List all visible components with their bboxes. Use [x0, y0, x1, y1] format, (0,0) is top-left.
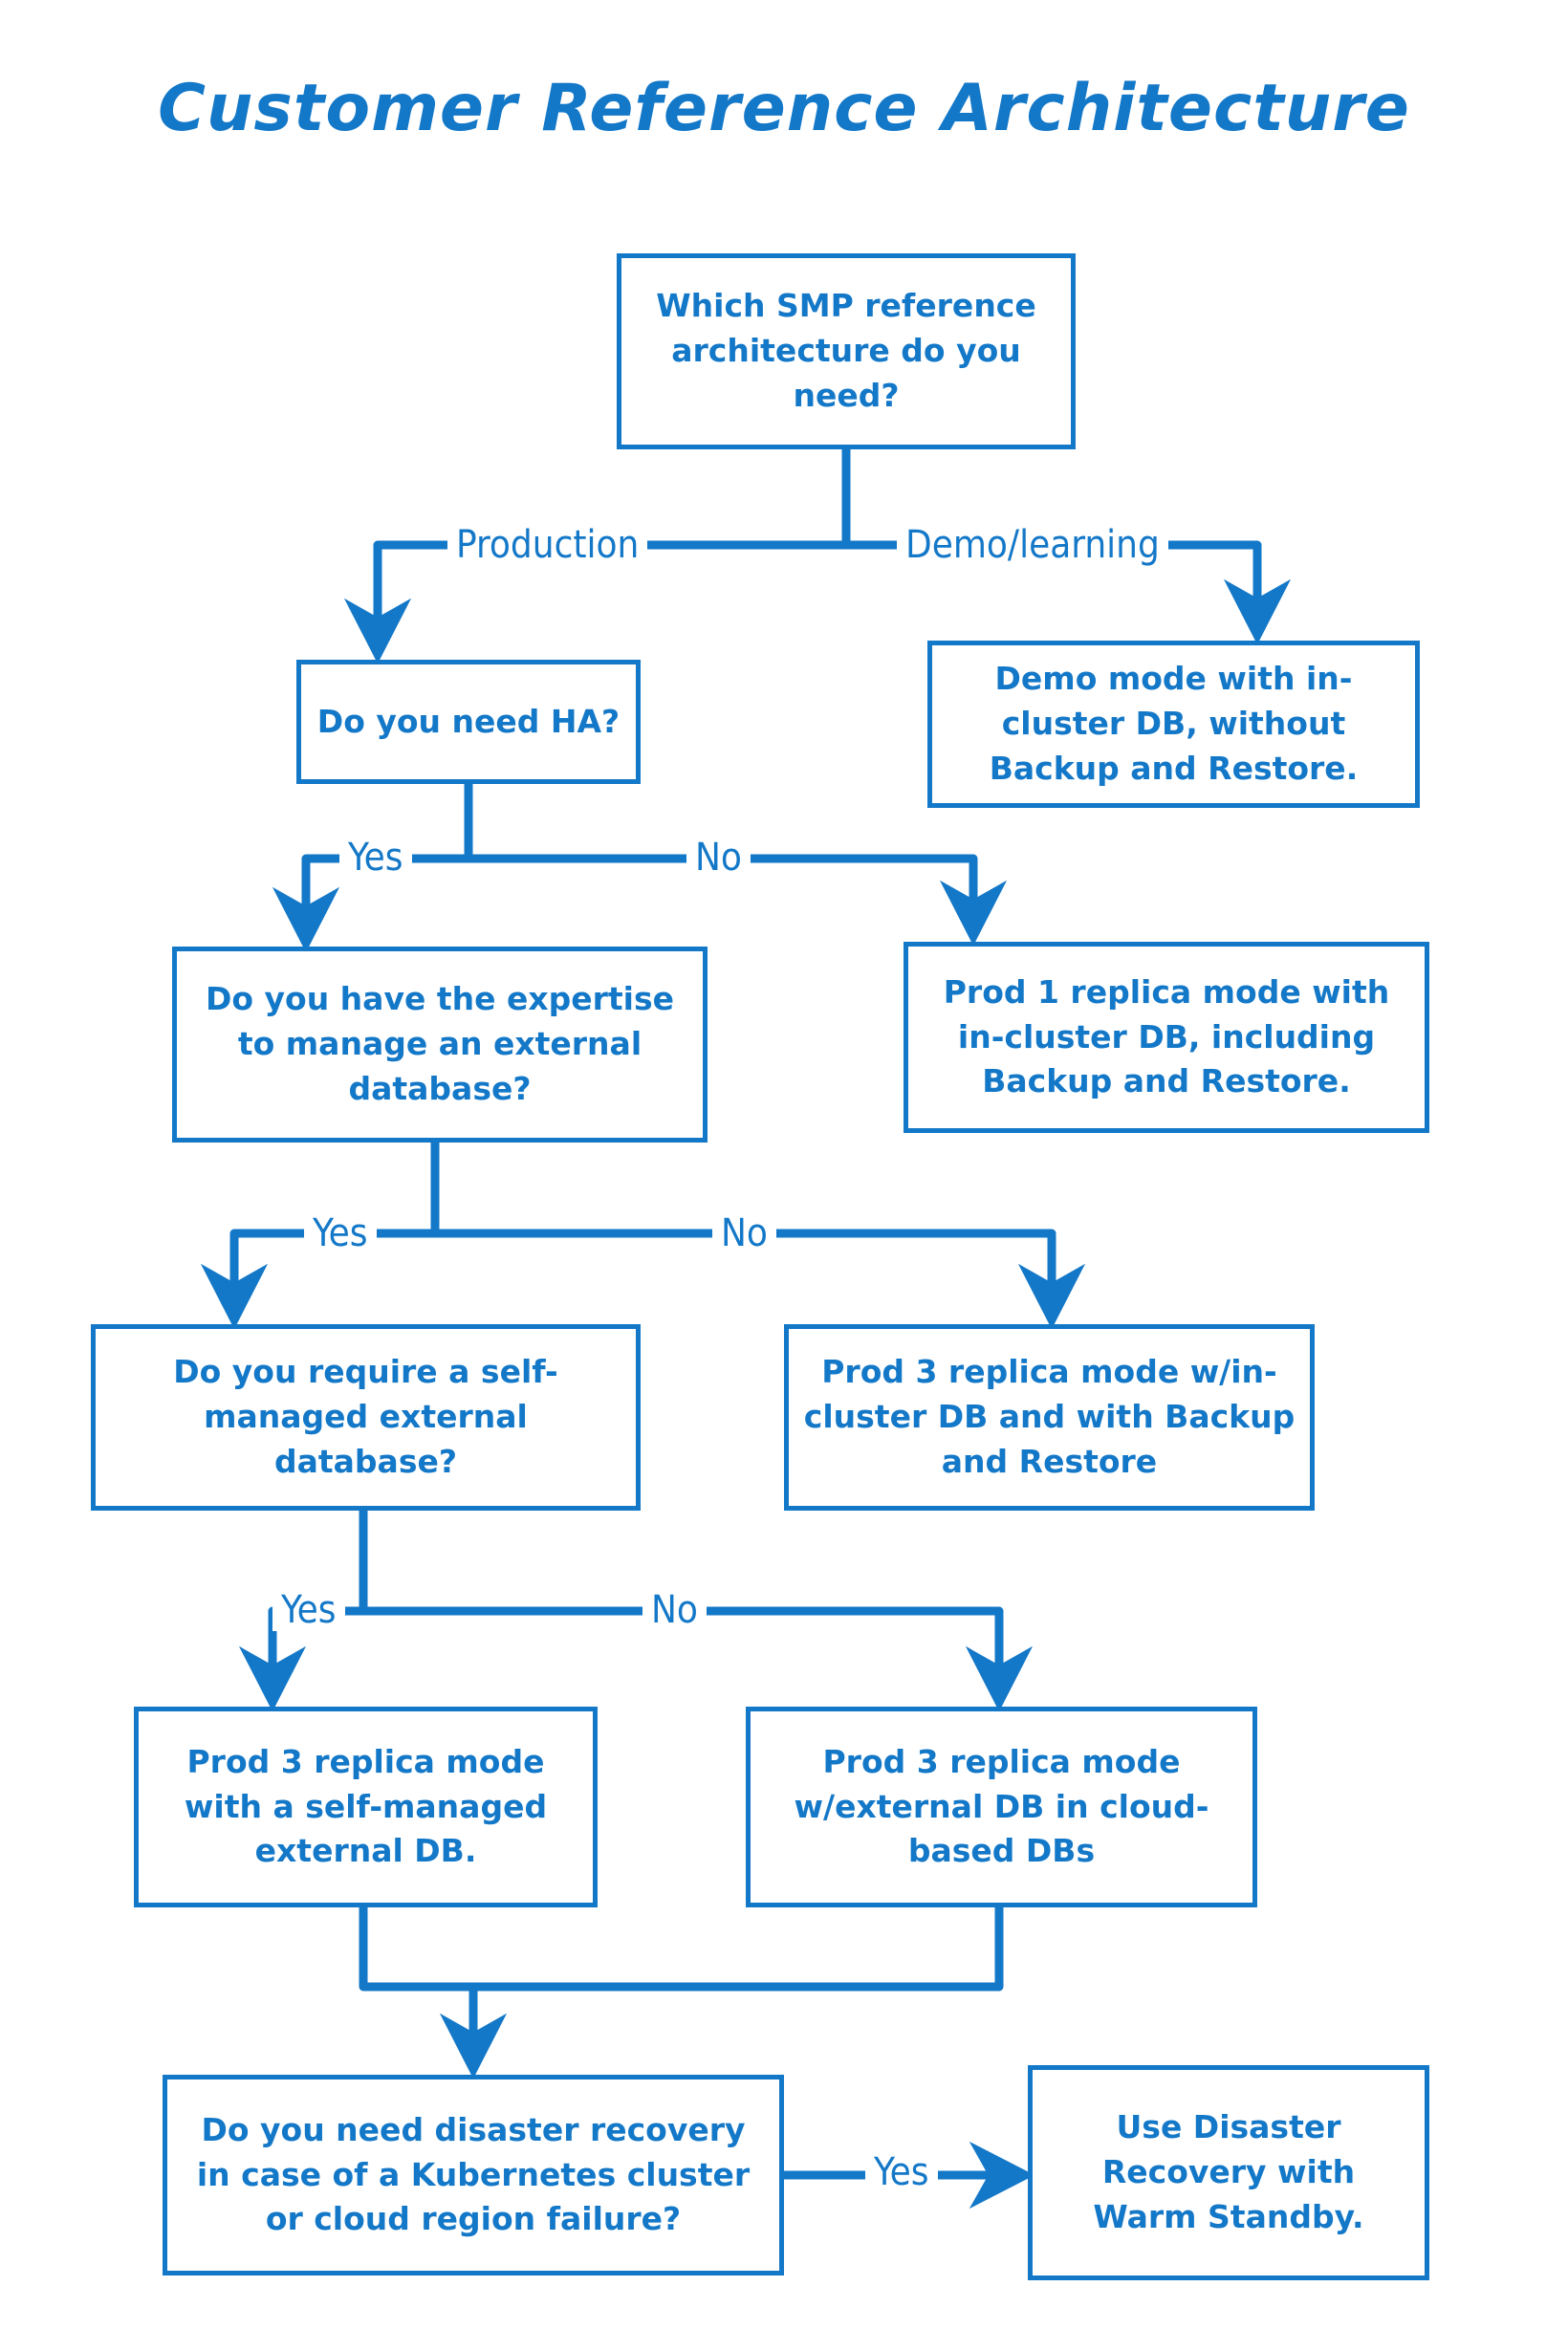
node-dr-result-label: Use Disaster Recovery with Warm Standby.	[1093, 2108, 1364, 2235]
node-ha-question[interactable]: Do you need HA?	[296, 660, 641, 784]
node-selfmanaged-question[interactable]: Do you require a self-managed external d…	[91, 1324, 641, 1511]
node-demo-result-label: Demo mode with in-cluster DB, without Ba…	[989, 660, 1359, 787]
edge-label-dr-yes: Yes	[865, 2151, 938, 2193]
node-ha-question-label: Do you need HA?	[316, 702, 621, 740]
node-expertise-question-label: Do you have the expertise to manage an e…	[205, 980, 675, 1107]
edge-label-ha-no: No	[686, 837, 751, 879]
node-demo-result[interactable]: Demo mode with in-cluster DB, without Ba…	[927, 641, 1420, 808]
node-dr-result[interactable]: Use Disaster Recovery with Warm Standby.	[1028, 2065, 1429, 2280]
node-prod3-cloud-result[interactable]: Prod 3 replica mode w/external DB in clo…	[746, 1707, 1257, 1907]
edge-label-ha-yes: Yes	[339, 837, 412, 879]
node-dr-question[interactable]: Do you need disaster recovery in case of…	[163, 2075, 784, 2276]
edge-label-production: Production	[447, 524, 648, 566]
edge-label-expertise-no: No	[712, 1212, 776, 1254]
node-prod3-selfmanaged-result[interactable]: Prod 3 replica mode with a self-managed …	[134, 1707, 598, 1907]
node-dr-question-label: Do you need disaster recovery in case of…	[196, 2110, 751, 2238]
edge-label-selfmanaged-yes: Yes	[272, 1589, 345, 1631]
node-expertise-question[interactable]: Do you have the expertise to manage an e…	[172, 947, 708, 1143]
node-prod3-cloud-result-label: Prod 3 replica mode w/external DB in clo…	[794, 1742, 1209, 1870]
edge-label-selfmanaged-no: No	[642, 1589, 707, 1631]
node-selfmanaged-question-label: Do you require a self-managed external d…	[173, 1353, 558, 1480]
page-title: Customer Reference Architecture	[158, 71, 1410, 146]
node-prod3-incluster-result-label: Prod 3 replica mode w/in-cluster DB and …	[803, 1353, 1296, 1480]
node-prod1-result[interactable]: Prod 1 replica mode with in-cluster DB, …	[904, 942, 1429, 1133]
node-prod3-incluster-result[interactable]: Prod 3 replica mode w/in-cluster DB and …	[784, 1324, 1315, 1511]
node-start-question-label: Which SMP reference architecture do you …	[656, 287, 1036, 414]
node-start-question[interactable]: Which SMP reference architecture do you …	[617, 253, 1076, 449]
node-prod1-result-label: Prod 1 replica mode with in-cluster DB, …	[943, 972, 1390, 1100]
node-prod3-selfmanaged-result-label: Prod 3 replica mode with a self-managed …	[184, 1742, 548, 1870]
edge-label-expertise-yes: Yes	[304, 1212, 377, 1254]
edge-label-demo-learning: Demo/learning	[897, 524, 1168, 566]
